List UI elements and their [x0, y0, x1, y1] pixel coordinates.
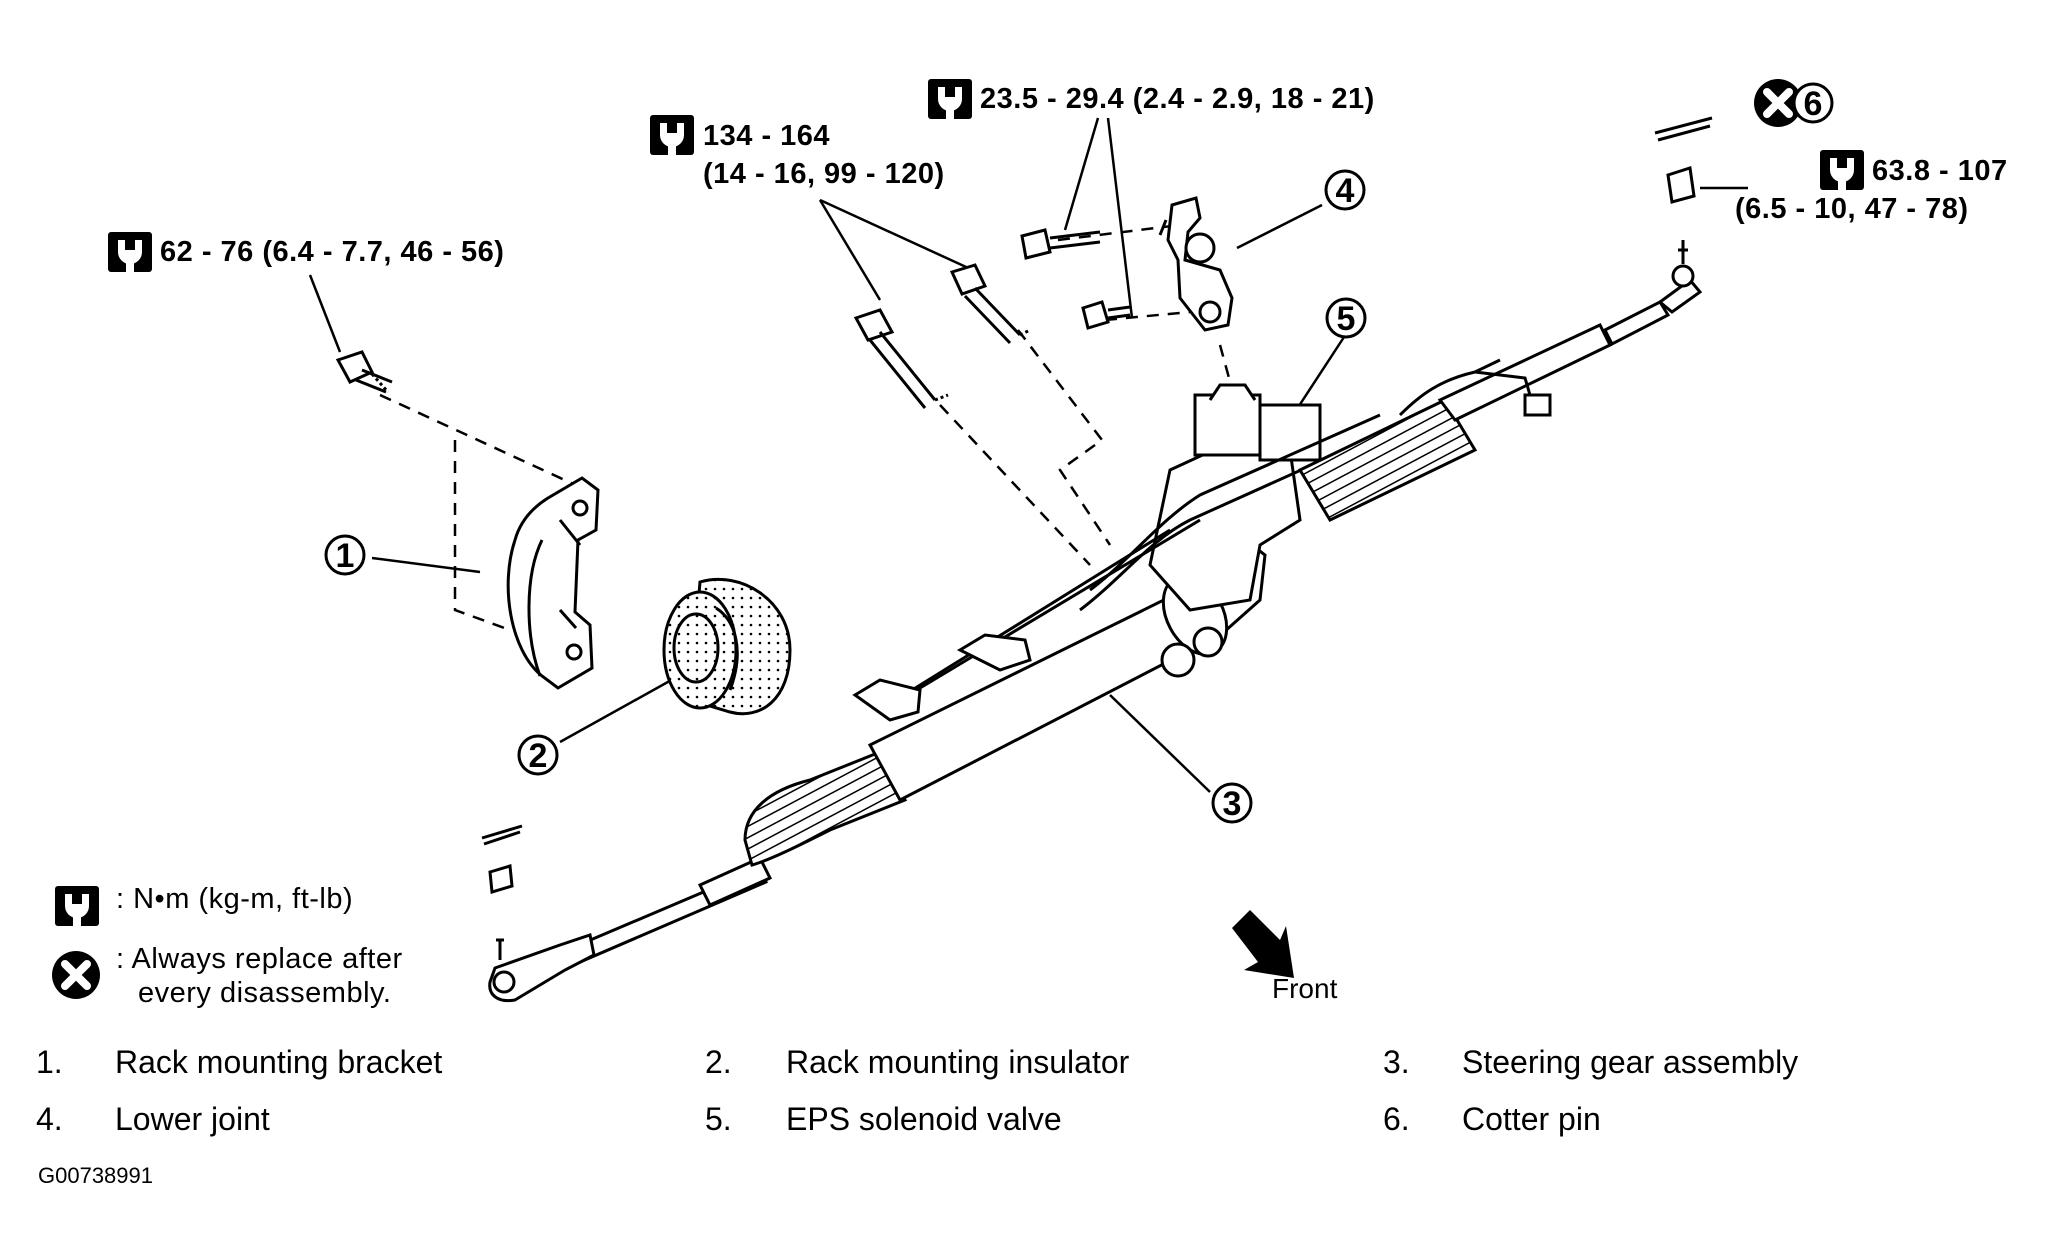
- svg-text:3: 3: [1223, 785, 1242, 823]
- svg-text:6: 6: [1804, 85, 1823, 123]
- svg-text:2: 2: [529, 737, 548, 775]
- torque-label-joint-bolts: 23.5 - 29.4 (2.4 - 2.9, 18 - 21): [980, 83, 1375, 115]
- svg-text:5: 5: [1337, 300, 1356, 338]
- legend-replace-line1: : Always replace after: [116, 943, 403, 975]
- rack-bolts: [853, 263, 1031, 409]
- part-number: 6.: [1383, 1101, 1410, 1137]
- part-name: EPS solenoid valve: [786, 1101, 1062, 1137]
- part-number: 5.: [705, 1101, 732, 1137]
- part-name: Rack mounting insulator: [786, 1044, 1130, 1080]
- torque-label-tie-rod-nut-units: (6.5 - 10, 47 - 78): [1735, 193, 1969, 225]
- torque-label-tie-rod-nut: 63.8 - 107: [1872, 155, 2008, 187]
- callout-4: 4: [1324, 169, 1366, 211]
- torque-wrench-icon: [650, 115, 694, 155]
- part-name: Rack mounting bracket: [115, 1044, 443, 1080]
- callout-1: 1: [324, 534, 366, 576]
- svg-text:4: 4: [1336, 172, 1355, 210]
- legend-torque-units: : N•m (kg-m, ft-lb): [116, 883, 354, 915]
- part-name: Lower joint: [115, 1101, 270, 1137]
- front-arrow-icon: [1232, 910, 1294, 978]
- part-name: Steering gear assembly: [1462, 1044, 1799, 1080]
- torque-wrench-icon: [1820, 150, 1864, 190]
- part-number: 2.: [705, 1044, 732, 1080]
- rack-mounting-bracket: [506, 476, 600, 690]
- part-number: 4.: [36, 1101, 63, 1137]
- part-name: Cotter pin: [1462, 1101, 1601, 1137]
- left-tie-rod-nut: [481, 824, 523, 894]
- front-direction-label: Front: [1272, 973, 1338, 1004]
- part-number: 1.: [36, 1044, 63, 1080]
- torque-label-bracket-bolt: 62 - 76 (6.4 - 7.7, 46 - 56): [160, 236, 505, 268]
- figure-id: G00738991: [38, 1163, 153, 1188]
- torque-label-rack-bolts: 134 - 164 (14 - 16, 99 - 120): [703, 120, 945, 190]
- replace-x-icon: [52, 951, 100, 999]
- callout-5: 5: [1325, 297, 1367, 339]
- torque-wrench-icon: [108, 232, 152, 272]
- callout-3: 3: [1211, 782, 1253, 824]
- legend-replace-line2: every disassembly.: [138, 977, 392, 1009]
- callout-6: 6: [1792, 82, 1834, 124]
- callout-2: 2: [517, 734, 559, 776]
- leader-lines: [308, 117, 1748, 793]
- dashed-assembly-lines: [379, 223, 1237, 632]
- rack-mounting-insulator: [662, 577, 792, 716]
- svg-text:1: 1: [336, 537, 355, 575]
- torque-wrench-icon: [55, 886, 99, 926]
- lower-joint: [1158, 196, 1234, 332]
- part-number: 3.: [1383, 1044, 1410, 1080]
- joint-bolts: [1020, 228, 1131, 330]
- torque-wrench-icon: [928, 79, 972, 119]
- right-tie-rod-nut: [1654, 116, 1713, 204]
- steering-gear-assembly: [488, 240, 1703, 1003]
- bracket-bolt: [335, 350, 393, 394]
